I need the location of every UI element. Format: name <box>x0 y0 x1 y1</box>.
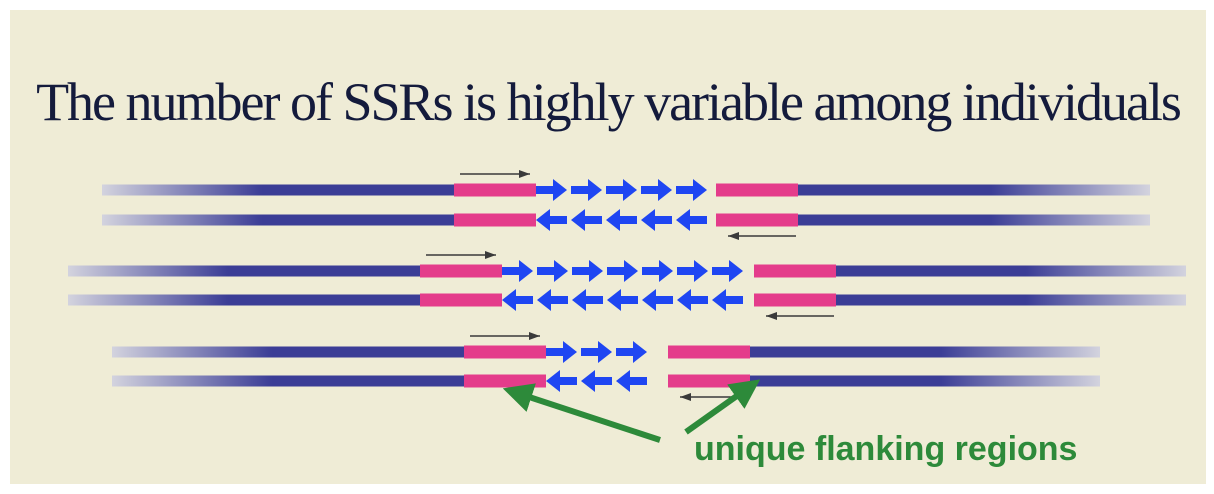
repeat-unit-forward-arrow <box>581 341 612 363</box>
repeat-unit-forward-arrow <box>616 341 647 363</box>
repeat-unit-reverse-arrow <box>677 289 708 311</box>
flanking-region-left <box>420 293 502 307</box>
flanking-regions-label: unique flanking regions <box>694 430 1078 468</box>
ssr-diagram <box>68 170 1186 443</box>
repeat-unit-forward-arrow <box>537 260 568 282</box>
diagram-title: The number of SSRs is highly variable am… <box>36 72 1182 132</box>
repeat-unit-forward-arrow <box>606 179 637 201</box>
pointer-arrow-left <box>502 383 661 443</box>
repeat-unit-reverse-arrow <box>642 289 673 311</box>
repeat-unit-forward-arrow <box>642 260 673 282</box>
flanking-region-left <box>464 374 546 388</box>
flanking-region-right <box>754 293 836 307</box>
dna-top-strand <box>102 179 1150 201</box>
repeat-unit-reverse-arrow <box>712 289 743 311</box>
diagram-panel: The number of SSRs is highly variable am… <box>10 10 1206 484</box>
flanking-region-left <box>420 264 502 278</box>
repeat-unit-reverse-arrow <box>537 289 568 311</box>
flanking-region-right <box>668 374 750 388</box>
forward-primer-arrow <box>460 170 530 178</box>
allele-row <box>112 332 1100 401</box>
repeat-unit-forward-arrow <box>607 260 638 282</box>
flanking-region-left <box>464 345 546 359</box>
repeat-unit-forward-arrow <box>536 179 567 201</box>
repeat-unit-reverse-arrow <box>641 209 672 231</box>
reverse-primer-arrow <box>728 232 796 240</box>
repeat-unit-reverse-arrow <box>676 209 707 231</box>
dna-bottom-strand <box>102 209 1150 231</box>
repeat-unit-reverse-arrow <box>616 370 647 392</box>
dna-top-strand <box>68 260 1186 282</box>
reverse-primer-arrow <box>766 312 834 320</box>
dna-top-strand <box>112 341 1100 363</box>
repeat-unit-forward-arrow <box>546 341 577 363</box>
flanking-pointer-arrows <box>502 379 761 443</box>
dna-bottom-strand <box>68 289 1186 311</box>
repeat-unit-forward-arrow <box>502 260 533 282</box>
repeat-unit-forward-arrow <box>677 260 708 282</box>
repeat-unit-reverse-arrow <box>571 209 602 231</box>
repeat-unit-reverse-arrow <box>606 209 637 231</box>
flanking-region-right <box>754 264 836 278</box>
flanking-region-right <box>716 183 798 197</box>
repeat-unit-reverse-arrow <box>607 289 638 311</box>
dna-bottom-strand <box>112 370 1100 392</box>
pointer-arrow-right <box>684 379 761 435</box>
flanking-region-right <box>668 345 750 359</box>
flanking-region-left <box>454 213 536 227</box>
repeat-unit-forward-arrow <box>571 179 602 201</box>
repeat-unit-reverse-arrow <box>581 370 612 392</box>
repeat-unit-forward-arrow <box>712 260 743 282</box>
repeat-unit-reverse-arrow <box>502 289 533 311</box>
flanking-region-right <box>716 213 798 227</box>
allele-row <box>102 170 1150 240</box>
repeat-unit-forward-arrow <box>572 260 603 282</box>
repeat-unit-reverse-arrow <box>546 370 577 392</box>
flanking-region-left <box>454 183 536 197</box>
repeat-unit-reverse-arrow <box>572 289 603 311</box>
forward-primer-arrow <box>426 251 496 259</box>
repeat-unit-reverse-arrow <box>536 209 567 231</box>
allele-row <box>68 251 1186 320</box>
repeat-unit-forward-arrow <box>641 179 672 201</box>
forward-primer-arrow <box>470 332 540 340</box>
repeat-unit-forward-arrow <box>676 179 707 201</box>
